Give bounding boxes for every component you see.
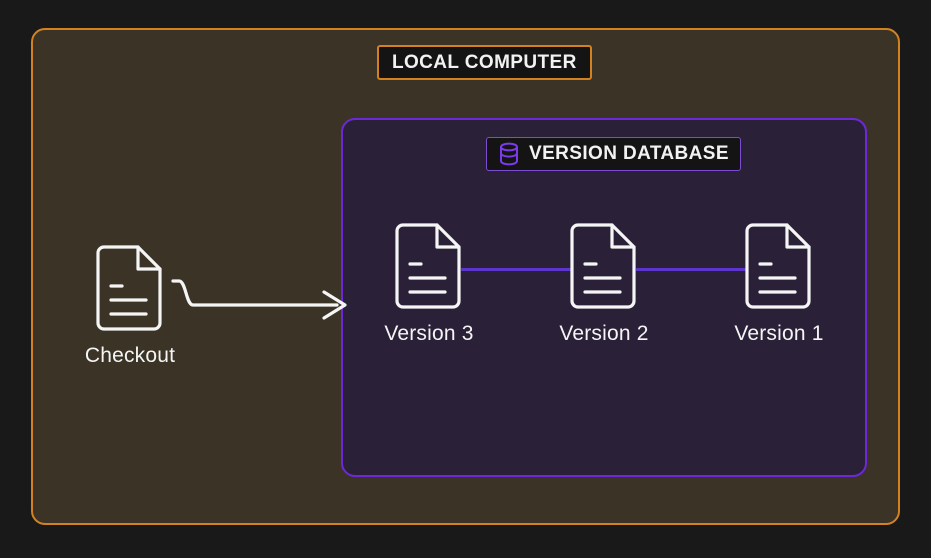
connector-version2-version1 (636, 268, 746, 271)
node-version-3-label: Version 3 (384, 322, 474, 345)
node-version-2-label: Version 2 (559, 322, 649, 345)
node-version-2: Version 2 (544, 222, 664, 346)
local-computer-label: LOCAL COMPUTER (392, 51, 577, 73)
file-icon (544, 222, 664, 315)
checkout-arrow-icon (165, 265, 360, 325)
file-icon (369, 222, 489, 315)
version-database-label-badge: VERSION DATABASE (486, 137, 741, 171)
node-version-3: Version 3 (369, 222, 489, 346)
file-icon (70, 244, 190, 337)
node-checkout-label: Checkout (84, 344, 176, 367)
file-icon (719, 222, 839, 315)
database-icon (498, 142, 520, 166)
node-version-1: Version 1 (719, 222, 839, 346)
version-database-container (341, 118, 867, 477)
local-computer-label-badge: LOCAL COMPUTER (377, 45, 592, 80)
node-checkout: Checkout (70, 244, 190, 368)
node-version-1-label: Version 1 (734, 322, 824, 345)
connector-version3-version2 (461, 268, 571, 271)
version-database-label: VERSION DATABASE (529, 143, 729, 164)
